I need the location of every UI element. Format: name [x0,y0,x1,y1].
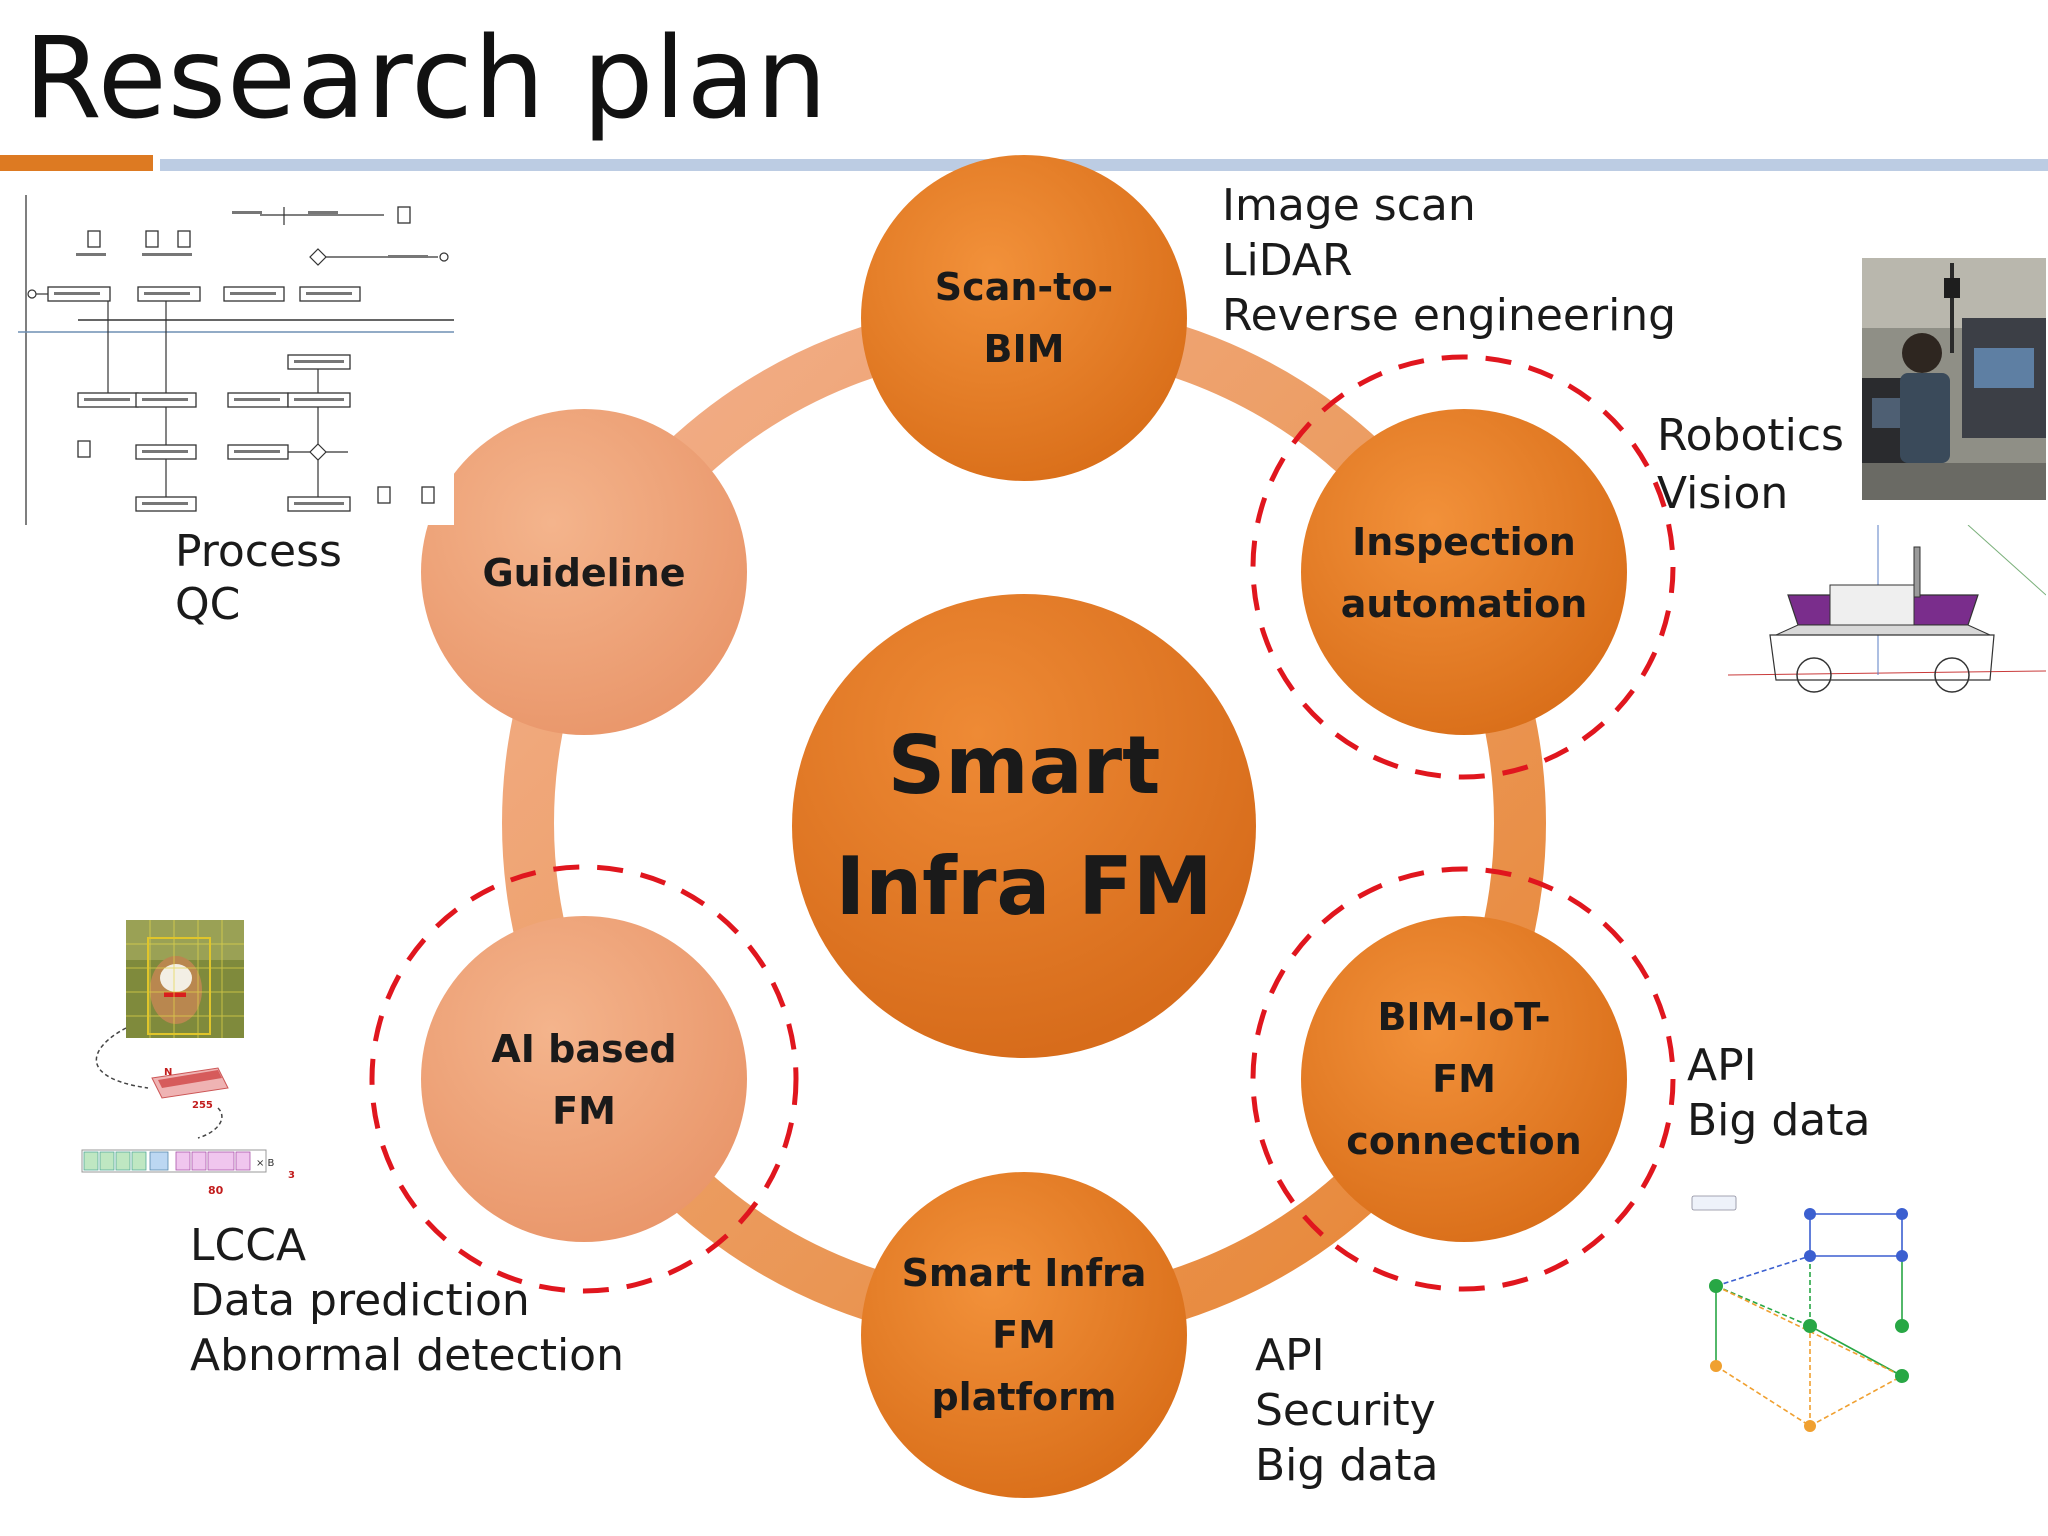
ontology-graph-thumbnail [1686,1186,1922,1448]
annotation-line: LiDAR [1222,235,1353,286]
slide-title: Research plan [24,14,829,144]
annotation-api-bigdata: API Big data [1687,1038,1870,1148]
center-node-smart-infra-fm: Smart Infra FM [792,594,1256,1058]
inspection-robot-model [1728,525,2046,697]
highlight-ring-bim-iot [1250,866,1676,1292]
center-label: Infra FM [835,840,1212,933]
annotation-line: Big data [1255,1440,1439,1491]
annotation-line: Data prediction [190,1275,530,1326]
annotation-line: QC [175,579,241,630]
node-smart-infra-fm-platform: Smart Infra FM platform [861,1172,1187,1498]
svg-text:3: 3 [288,1170,295,1181]
node-guideline: Guideline [421,409,747,735]
center-label: Smart [888,719,1161,812]
svg-text:N: N [164,1067,172,1078]
highlight-ring-inspection [1250,354,1676,780]
process-flowchart-thumbnail [18,195,454,525]
node-label: connection [1346,1119,1581,1163]
annotation-line: Robotics [1657,410,1844,461]
node-label: automation [1341,582,1588,626]
annotation-line: Image scan [1222,180,1476,231]
annotation-line: API [1687,1040,1757,1091]
annotation-robotics: Robotics Vision [1657,407,1844,523]
annotation-line: Reverse engineering [1222,290,1677,341]
annotation-process: Process QC [175,525,342,631]
annotation-scan: Image scan LiDAR Reverse engineering [1222,178,1676,343]
annotation-line: Security [1255,1385,1436,1436]
node-label: Inspection [1352,520,1576,564]
svg-text:× B: × B [256,1158,275,1169]
object-detection-figure-thumbnail: N 255 × B 80 3 [78,918,304,1208]
node-label: Guideline [482,551,685,595]
robotics-operator-photo [1862,258,2046,500]
node-inspection-automation: Inspection automation [1301,409,1627,735]
annotation-ai: LCCA Data prediction Abnormal detection [190,1218,624,1383]
node-label: platform [931,1375,1116,1419]
node-label: Smart Infra [902,1251,1147,1295]
node-label: BIM [984,327,1065,371]
node-label: FM [992,1313,1056,1357]
node-label: Scan-to- [935,265,1113,309]
annotation-line: LCCA [190,1220,307,1271]
node-bim-iot-fm-connection: BIM-IoT- FM connection [1301,916,1627,1242]
highlight-ring-ai [369,864,799,1294]
annotation-line: Vision [1657,468,1789,519]
title-underline-accent [0,155,153,171]
node-label: BIM-IoT- [1377,995,1550,1039]
annotation-line: Big data [1687,1095,1871,1146]
node-label: FM [1432,1057,1496,1101]
annotation-line: API [1255,1330,1325,1381]
node-scan-to-bim: Scan-to- BIM [861,155,1187,481]
svg-text:80: 80 [208,1184,224,1197]
title-underline [160,159,2048,171]
annotation-line: Abnormal detection [190,1330,624,1381]
node-label: FM [552,1089,616,1133]
node-label: AI based [491,1027,676,1071]
annotation-platform: API Security Big data [1255,1328,1438,1493]
annotation-line: Process [175,526,342,577]
svg-text:255: 255 [192,1100,213,1111]
node-ai-based-fm: AI based FM [421,916,747,1242]
